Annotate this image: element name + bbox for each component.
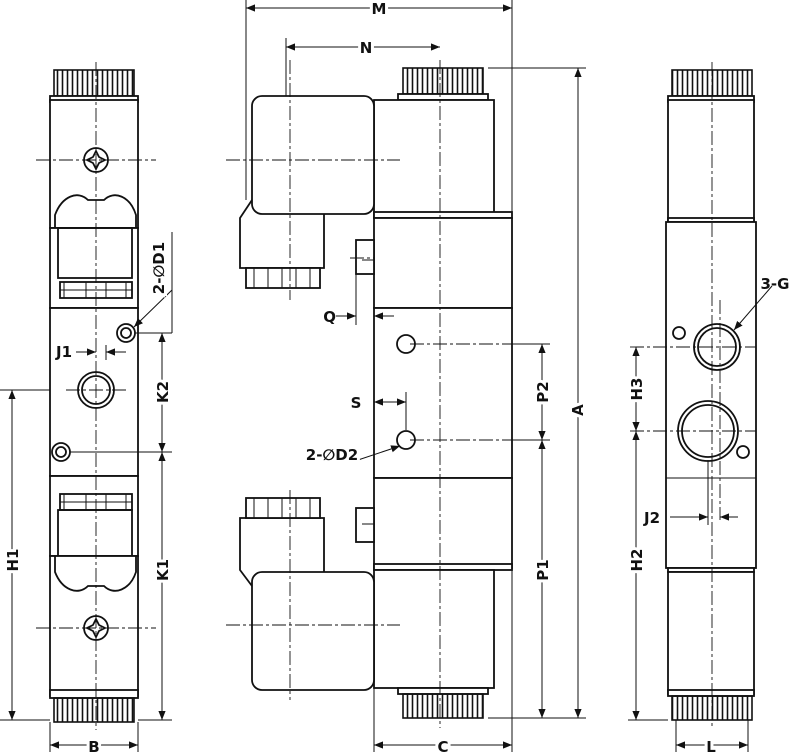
middle-view [226,0,586,752]
mid-top-knurl-nut [402,67,484,95]
dim-K2-label: K2 [154,381,172,403]
dim-H2-label: H2 [628,549,646,572]
dim-Q-label: Q [323,308,336,326]
dim-D1-label: 2-∅D1 [150,242,168,294]
dim-H3-label: H3 [628,378,646,401]
left-view [0,62,173,752]
left-mount-hole-bottom [51,442,71,462]
dim-S-label: S [351,394,362,412]
mid-upper-coil [373,99,495,219]
mid-bottom-knurl-nut [402,693,484,719]
left-bottom-knurl-nut [53,697,135,723]
mid-lower-override [373,477,513,569]
right-mount-hole-top [672,326,686,340]
dim-J1-label: J1 [55,343,72,361]
dim-G-label: 3-G [761,275,790,293]
mid-valve-body [373,307,513,479]
left-mount-hole-top [116,323,136,343]
dim-D2-leader [351,445,401,463]
dim-G-leader [733,285,773,331]
dim-N-label: N [360,39,373,57]
dim-K1-label: K1 [154,559,172,581]
right-lower-coil [667,571,755,695]
dim-B-label: B [88,738,99,755]
mid-lower-coil [373,569,495,689]
dim-C-label: C [437,738,448,755]
dim-M-label: M [372,0,387,18]
dim-D1-leader [133,289,173,328]
dim-P2-label: P2 [534,381,552,402]
right-mount-hole-bottom [736,445,750,459]
left-upper-override [49,227,139,309]
dim-A-label: A [569,404,587,416]
mid-upper-override [373,217,513,309]
dim-D2-label: 2-∅D2 [306,446,358,464]
dim-H1-label: H1 [4,549,22,572]
mid-upper-plug [251,95,375,215]
dim-P1-label: P1 [534,559,552,580]
right-upper-coil [667,99,755,223]
right-valve-body [665,221,757,569]
right-view [628,62,757,752]
dim-L-label: L [706,738,716,755]
mid-lower-plug [251,571,375,691]
left-lower-override [49,475,139,557]
dim-J2-label: J2 [643,509,660,527]
left-top-knurl-nut [53,69,135,97]
